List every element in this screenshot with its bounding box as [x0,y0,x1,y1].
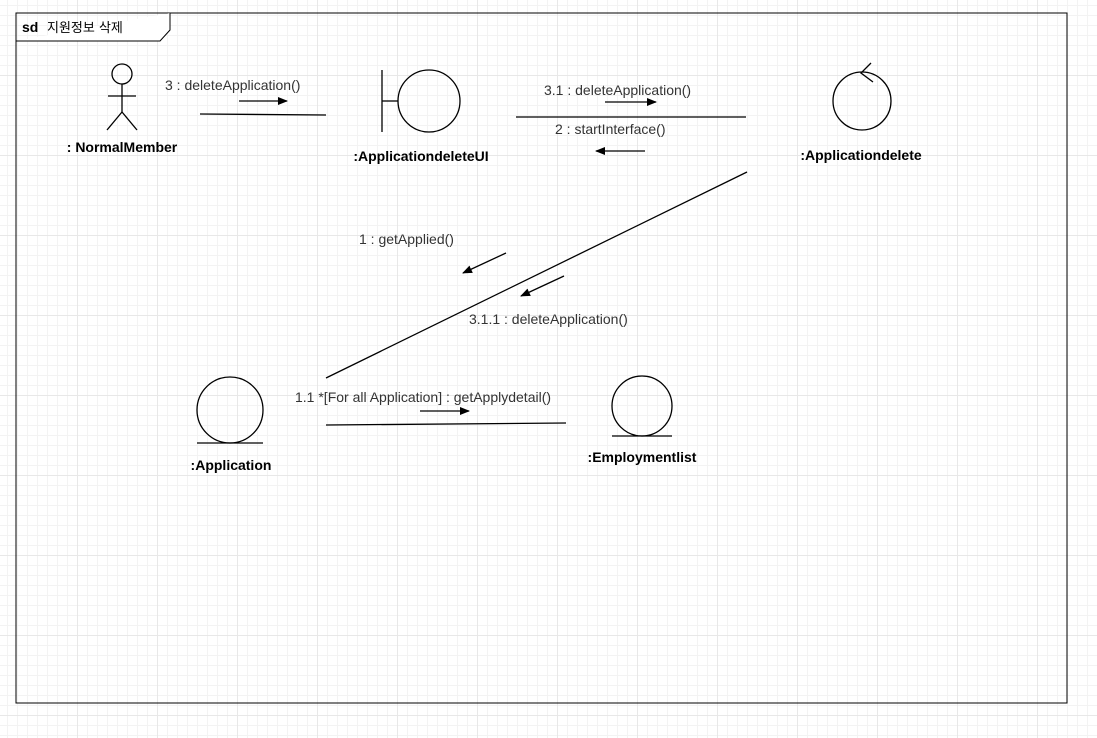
actor-normal-member[interactable]: : NormalMember [67,63,178,155]
message-1[interactable]: 1 : getApplied() [359,231,507,274]
message-2[interactable]: 2 : startInterface() [555,121,665,155]
entity-application[interactable]: :Application [191,376,272,473]
lifeline-label: :Employmentlist [588,449,697,465]
message-label: 1.1 *[For all Application] : getApplydet… [295,389,551,405]
message-label: 3 : deleteApplication() [165,77,300,93]
link-member-to-ui[interactable] [199,113,327,116]
lifeline-label: :Applicationdelete [800,147,922,163]
lifeline-label: :ApplicationdeleteUI [353,148,488,164]
message-3[interactable]: 3 : deleteApplication() [165,77,300,105]
entity-employment-list[interactable]: :Employmentlist [588,375,697,465]
lifeline-label: :Application [191,457,272,473]
message-label: 2 : startInterface() [555,121,665,137]
message-label: 1 : getApplied() [359,231,454,247]
lifeline-label: : NormalMember [67,139,178,155]
entity-icon [611,375,673,437]
message-arrow [462,252,507,274]
message-1-1[interactable]: 1.1 *[For all Application] : getApplydet… [295,389,551,415]
link-application-to-employmentlist[interactable] [325,422,567,426]
frame-keyword: sd [22,19,38,35]
message-label: 3.1.1 : deleteApplication() [469,311,628,327]
frame-title: 지원정보 삭제 [47,21,123,36]
boundary-application-delete-ui[interactable]: :ApplicationdeleteUI [353,69,489,164]
message-arrow [520,275,565,297]
message-label: 3.1 : deleteApplication() [544,82,691,98]
control-application-delete[interactable]: :Applicationdelete [800,62,922,163]
message-3-1[interactable]: 3.1 : deleteApplication() [544,82,691,106]
boundary-icon [381,69,461,133]
message-3-1-1[interactable]: 3.1.1 : deleteApplication() [469,275,628,327]
actor-icon [106,63,138,131]
entity-icon [196,376,264,444]
sd-frame: sd 지원정보 삭제 [15,12,1068,704]
control-icon [832,62,892,131]
link-control-to-application[interactable] [325,171,748,379]
